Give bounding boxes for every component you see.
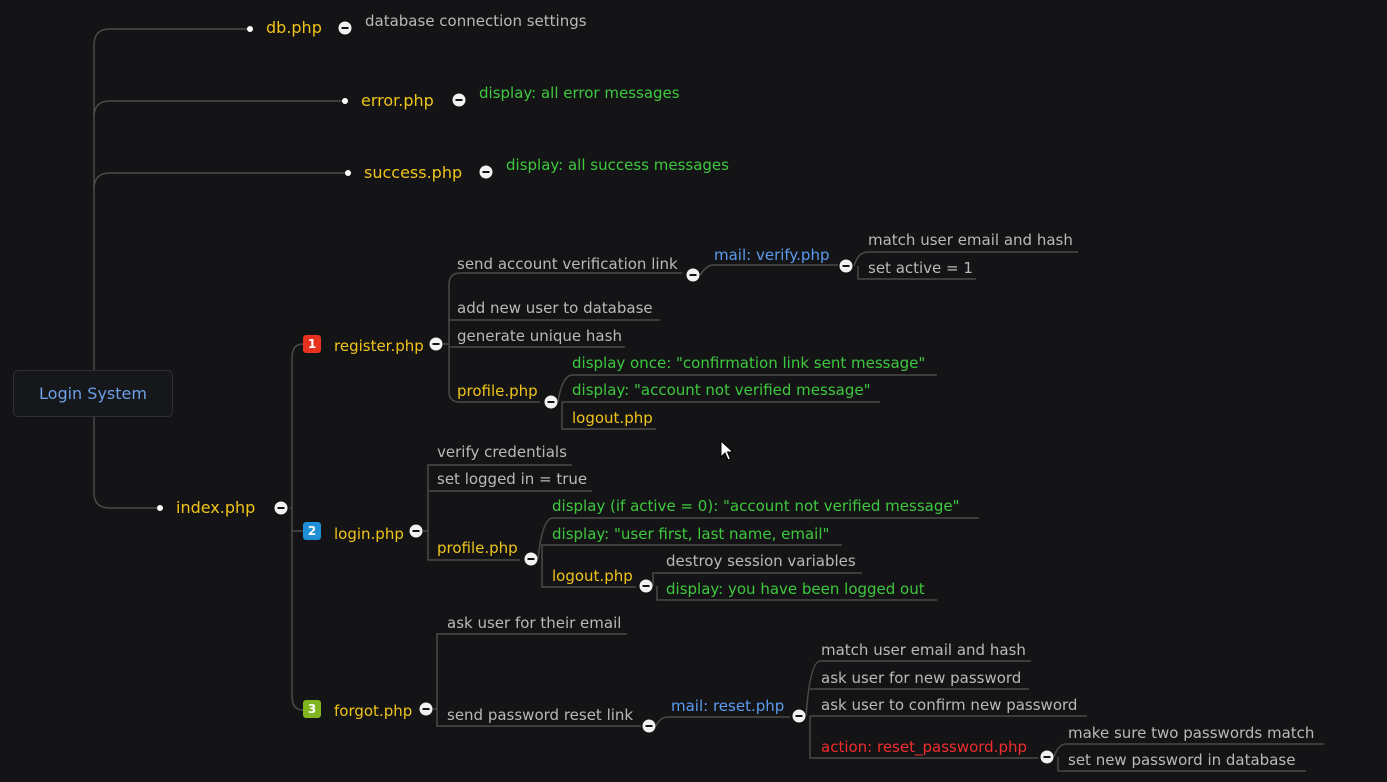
node-set-new-password[interactable]: set new password in database	[1068, 751, 1296, 769]
priority-3-icon: 3	[303, 700, 321, 718]
collapse-forgot-icon[interactable]	[419, 702, 433, 716]
node-add-user[interactable]: add new user to database	[457, 299, 653, 317]
node-passwords-match[interactable]: make sure two passwords match	[1068, 724, 1315, 742]
collapse-send-reset-icon[interactable]	[642, 719, 656, 733]
node-register[interactable]: register.php	[334, 337, 424, 355]
node-ask-email[interactable]: ask user for their email	[447, 614, 622, 632]
node-verify-match[interactable]: match user email and hash	[868, 231, 1073, 249]
node-display-logged-out[interactable]: display: you have been logged out	[666, 580, 925, 598]
node-register-logout[interactable]: logout.php	[572, 409, 653, 427]
collapse-index-icon[interactable]	[274, 501, 288, 515]
root-label: Login System	[39, 384, 147, 403]
node-login-profile[interactable]: profile.php	[437, 539, 518, 557]
node-verify-credentials[interactable]: verify credentials	[437, 443, 567, 461]
collapse-login-logout-icon[interactable]	[639, 579, 653, 593]
mouse-cursor-icon	[720, 440, 734, 461]
collapse-mail-reset-icon[interactable]	[792, 709, 806, 723]
node-display-once[interactable]: display once: "confirmation link sent me…	[572, 354, 926, 372]
node-display-not-verified[interactable]: display: "account not verified message"	[572, 381, 871, 399]
node-send-reset[interactable]: send password reset link	[447, 706, 634, 724]
node-set-logged-in[interactable]: set logged in = true	[437, 470, 588, 488]
node-success[interactable]: success.php	[364, 163, 463, 182]
collapse-register-icon[interactable]	[429, 337, 443, 351]
node-reset-match[interactable]: match user email and hash	[821, 641, 1026, 659]
collapse-login-icon[interactable]	[409, 524, 423, 538]
collapse-action-reset-icon[interactable]	[1040, 750, 1054, 764]
node-action-reset[interactable]: action: reset_password.php	[821, 738, 1028, 756]
node-set-active[interactable]: set active = 1	[868, 259, 973, 277]
collapse-db-icon[interactable]	[338, 21, 352, 35]
node-display-user-name[interactable]: display: "user first, last name, email"	[552, 525, 830, 543]
node-gen-hash[interactable]: generate unique hash	[457, 327, 622, 345]
note-error: display: all error messages	[479, 84, 680, 102]
collapse-success-icon[interactable]	[479, 165, 493, 179]
collapse-mail-verify-icon[interactable]	[839, 259, 853, 273]
collapse-error-icon[interactable]	[452, 93, 466, 107]
node-forgot[interactable]: forgot.php	[334, 702, 413, 720]
node-index[interactable]: index.php	[176, 498, 256, 517]
node-display-if-active[interactable]: display (if active = 0): "account not ve…	[552, 497, 960, 515]
node-error[interactable]: error.php	[361, 91, 434, 110]
node-mail-reset[interactable]: mail: reset.php	[671, 697, 785, 715]
note-success: display: all success messages	[506, 156, 729, 174]
collapse-send-verification-icon[interactable]	[686, 268, 700, 282]
node-db[interactable]: db.php	[266, 18, 322, 37]
priority-1-icon: 1	[303, 335, 321, 353]
collapse-login-profile-icon[interactable]	[524, 552, 538, 566]
node-register-profile[interactable]: profile.php	[457, 382, 538, 400]
node-login-logout[interactable]: logout.php	[552, 567, 633, 585]
node-login[interactable]: login.php	[334, 525, 404, 543]
node-mail-verify[interactable]: mail: verify.php	[714, 246, 830, 264]
root-node[interactable]: Login System	[13, 370, 173, 417]
collapse-register-profile-icon[interactable]	[544, 395, 558, 409]
priority-2-icon: 2	[303, 522, 321, 540]
node-destroy-session[interactable]: destroy session variables	[666, 552, 856, 570]
node-send-verification[interactable]: send account verification link	[457, 255, 678, 273]
node-ask-new-password[interactable]: ask user for new password	[821, 669, 1022, 687]
node-confirm-password[interactable]: ask user to confirm new password	[821, 696, 1078, 714]
note-db: database connection settings	[365, 12, 587, 30]
